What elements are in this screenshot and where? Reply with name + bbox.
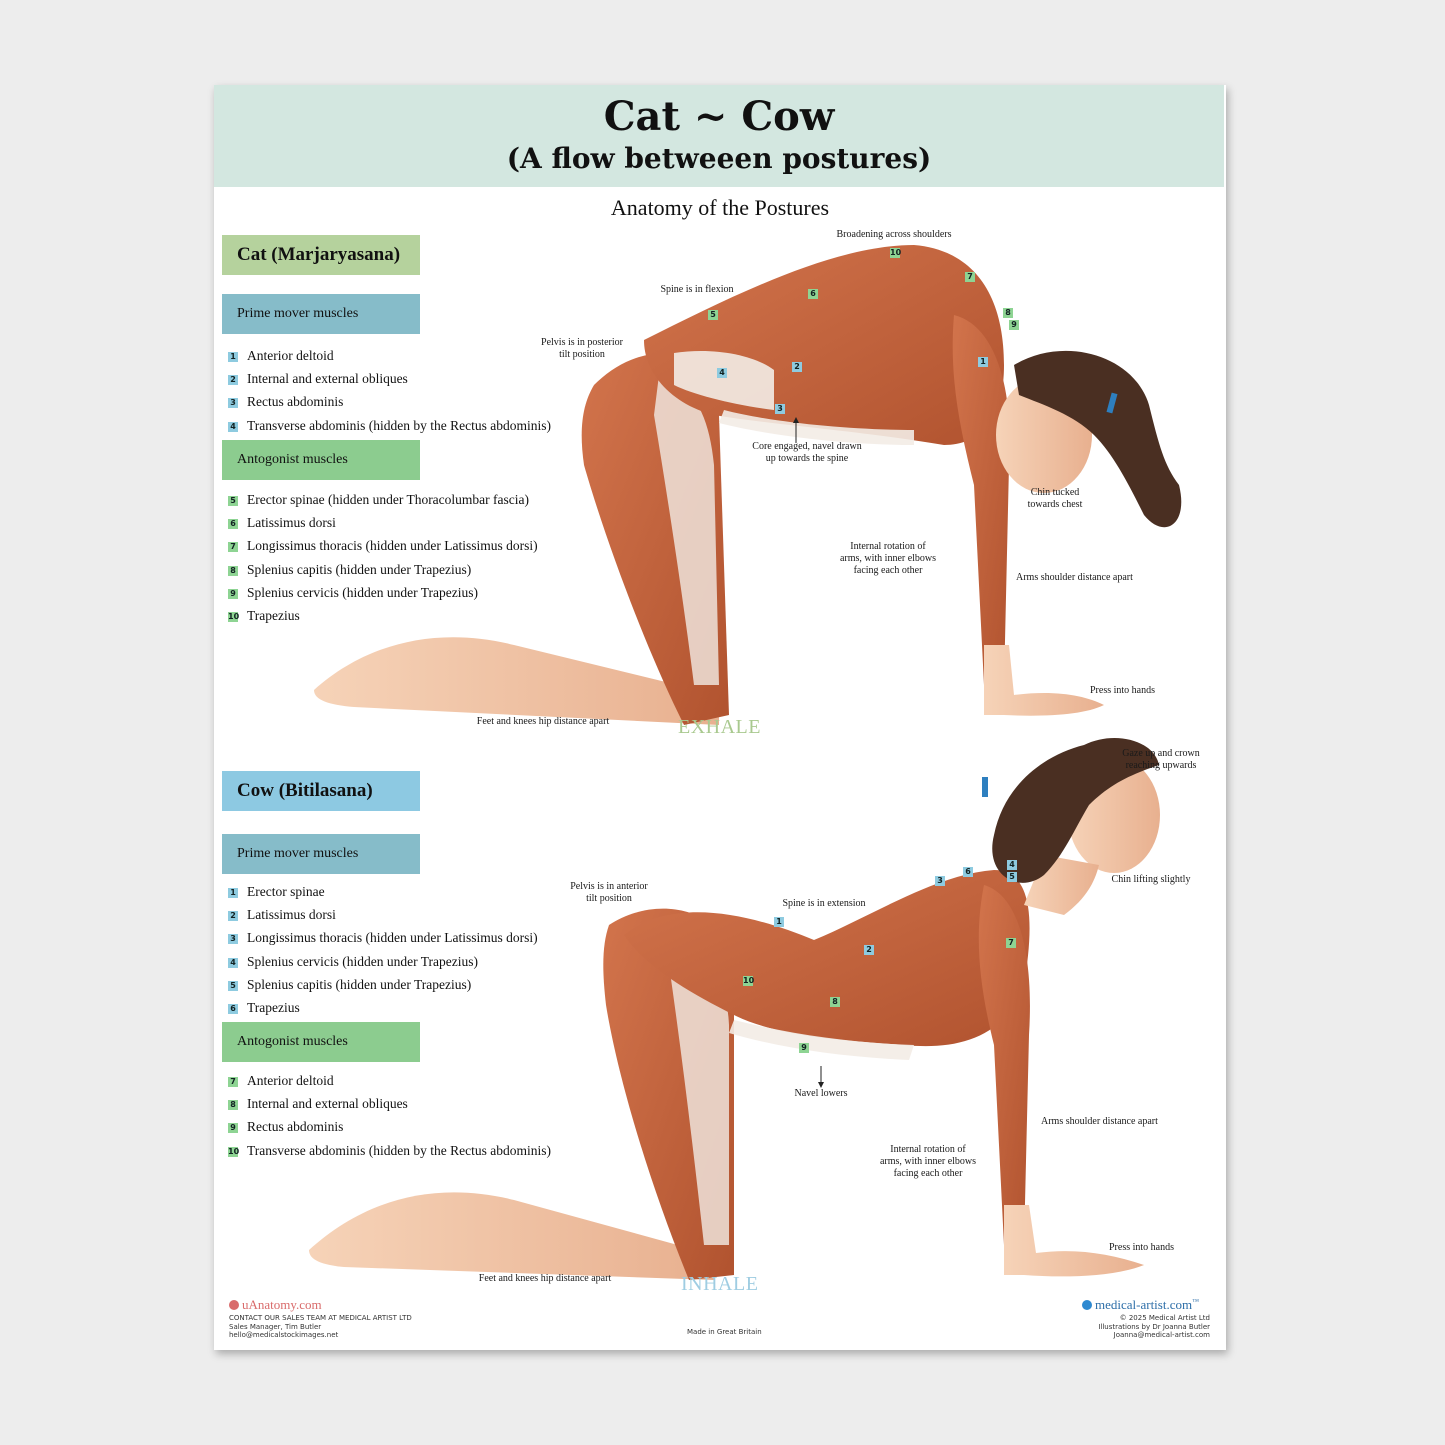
cow-note-chin: Chin lifting slightly [1111, 874, 1191, 885]
cow-lower-leg [309, 1192, 714, 1280]
cat-prime-heading: Prime mover muscles [222, 294, 420, 334]
cat-marker-7: 7 [965, 272, 975, 282]
cat-antag-heading: Antogonist muscles [222, 440, 420, 480]
cat-marker-3: 3 [775, 404, 785, 414]
title-banner: Cat ~ Cow (A flow betweeen postures) [214, 85, 1224, 187]
cat-marker-8: 8 [1003, 308, 1013, 318]
cow-figure [309, 737, 1160, 1280]
cat-marker-2: 2 [792, 362, 802, 372]
medical-artist-logo-icon [1082, 1300, 1092, 1310]
cow-note-press: Press into hands [1109, 1242, 1174, 1253]
cat-marker-1: 1 [978, 357, 988, 367]
cat-cow-illustrations [309, 245, 1182, 1280]
cat-note-arms: Arms shoulder distance apart [1016, 572, 1133, 583]
poster-title: Cat ~ Cow [603, 93, 835, 140]
cat-marker-10: 10 [890, 248, 902, 258]
made-in-label: Made in Great Britain [687, 1328, 762, 1336]
cat-pose-title: Cat (Marjaryasana) [222, 235, 420, 275]
cat-marker-9: 9 [1009, 320, 1019, 330]
credits-block: © 2025 Medical Artist Ltd Illustrations … [1098, 1314, 1210, 1339]
cow-marker-2: 2 [864, 945, 874, 955]
cow-note-feet: Feet and knees hip distance apart [478, 1273, 612, 1284]
cow-prime-heading: Prime mover muscles [222, 834, 420, 874]
cow-antag-heading: Antogonist muscles [222, 1022, 420, 1062]
cat-marker-4: 4 [717, 368, 727, 378]
cow-note-spine: Spine is in extension [782, 898, 866, 909]
cat-note-broadening: Broadening across shoulders [836, 229, 952, 240]
cat-lower-leg [314, 637, 719, 725]
cow-pose-title: Cow (Bitilasana) [222, 771, 420, 811]
cow-marker-9: 9 [799, 1043, 809, 1053]
cow-marker-1: 1 [774, 917, 784, 927]
inhale-label: INHALE [681, 1273, 759, 1295]
section-title: Anatomy of the Postures [610, 195, 830, 220]
cat-note-press: Press into hands [1090, 685, 1155, 696]
cow-torso [624, 870, 1030, 1047]
cow-hair [992, 737, 1159, 883]
cat-marker-5: 5 [708, 310, 718, 320]
cow-marker-5: 5 [1007, 872, 1017, 882]
cat-marker-6: 6 [808, 289, 818, 299]
cat-hair [1014, 350, 1182, 528]
cat-arm [952, 315, 1010, 685]
cow-marker-8: 8 [830, 997, 840, 1007]
uanatomy-logo-icon [229, 1300, 239, 1310]
cow-arm [978, 885, 1030, 1245]
uanatomy-logo[interactable]: uAnatomy.com [229, 1297, 322, 1313]
cow-marker-4: 4 [1007, 860, 1017, 870]
cow-marker-7: 7 [1006, 938, 1016, 948]
poster: Cat ~ Cow (A flow betweeen postures) Ana… [214, 85, 1226, 1350]
contact-block: CONTACT OUR SALES TEAM AT MEDICAL ARTIST… [229, 1314, 412, 1339]
medical-artist-logo[interactable]: medical-artist.com™ [1082, 1297, 1199, 1313]
cat-note-spine: Spine is in flexion [660, 284, 734, 295]
poster-subtitle: (A flow betweeen postures) [506, 142, 932, 175]
cow-marker-6: 6 [963, 867, 973, 877]
cow-marker-3: 3 [935, 876, 945, 886]
cow-note-navel: Navel lowers [794, 1088, 848, 1099]
cat-figure [314, 245, 1182, 725]
cow-marker-10: 10 [743, 976, 755, 986]
cat-note-feet: Feet and knees hip distance apart [476, 716, 610, 727]
cow-note-arms: Arms shoulder distance apart [1041, 1116, 1158, 1127]
exhale-label: EXHALE [678, 716, 761, 738]
